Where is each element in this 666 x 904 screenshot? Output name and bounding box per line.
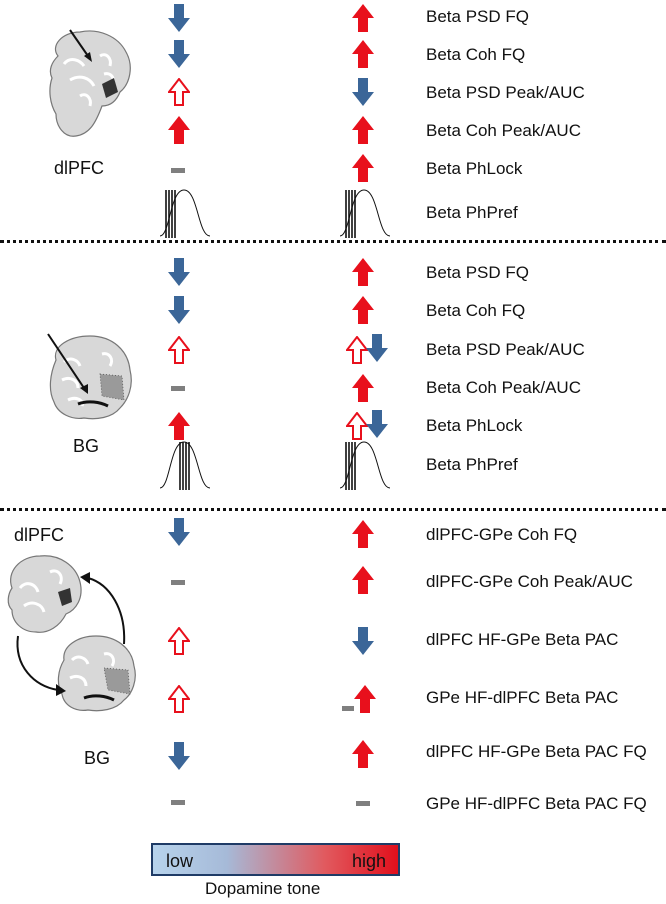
row-label: Beta PhLock — [426, 159, 523, 178]
dopamine-tone-gradient-bar — [151, 843, 400, 876]
blue-down-arrow-icon — [168, 742, 190, 770]
blue-down-arrow-icon — [168, 4, 190, 32]
red-up-arrow-icon — [168, 412, 190, 440]
row-label: dlPFC HF-GPe Beta PAC FQ — [426, 742, 647, 761]
grey-dash-icon — [171, 168, 185, 173]
row-label: Beta PSD FQ — [426, 263, 529, 282]
grey-dash-icon — [171, 386, 185, 391]
row-label: dlPFC-GPe Coh Peak/AUC — [426, 572, 633, 591]
blue-down-arrow-icon — [366, 334, 388, 362]
red-up-arrow-icon — [168, 116, 190, 144]
row-label: Beta Coh Peak/AUC — [426, 378, 581, 397]
red-up-arrow-icon — [352, 40, 374, 68]
row-label: Beta PSD Peak/AUC — [426, 83, 585, 102]
hollow-red-up-arrow-icon — [168, 685, 190, 713]
row-label: Beta PSD Peak/AUC — [426, 340, 585, 359]
row-label: GPe HF-dlPFC Beta PAC FQ — [426, 794, 647, 813]
red-up-arrow-icon — [352, 566, 374, 594]
red-up-arrow-icon — [352, 4, 374, 32]
blue-down-arrow-icon — [168, 296, 190, 324]
sine-wave-phase-icon — [159, 441, 211, 490]
row-label: GPe HF-dlPFC Beta PAC — [426, 688, 619, 707]
hollow-red-up-arrow-icon — [168, 78, 190, 106]
sine-wave-phase-icon — [339, 441, 391, 490]
region-label-bg: BG — [84, 748, 111, 768]
hollow-red-up-arrow-icon — [346, 412, 368, 440]
legend-caption: Dopamine tone — [205, 879, 321, 898]
red-up-arrow-icon — [352, 296, 374, 324]
region-label-dlpfc: dlPFC — [14, 525, 65, 545]
hollow-red-up-arrow-icon — [168, 627, 190, 655]
red-up-arrow-icon — [352, 116, 374, 144]
hollow-red-up-arrow-icon — [346, 336, 368, 364]
row-label: Beta PhPref — [426, 455, 518, 474]
blue-down-arrow-icon — [168, 40, 190, 68]
red-up-arrow-icon — [352, 740, 374, 768]
blue-down-arrow-icon — [352, 78, 374, 106]
region-label-dlpfc: dlPFC — [54, 158, 105, 178]
red-up-arrow-icon — [352, 520, 374, 548]
row-label: Beta PhLock — [426, 416, 523, 435]
sine-wave-phase-icon — [339, 189, 391, 238]
section-divider — [0, 508, 666, 511]
row-label: Beta Coh Peak/AUC — [426, 121, 581, 140]
blue-down-arrow-icon — [168, 518, 190, 546]
red-up-arrow-icon — [352, 258, 374, 286]
row-label: Beta Coh FQ — [426, 45, 526, 64]
row-label: dlPFC-GPe Coh FQ — [426, 525, 578, 544]
legend-high-label: high — [352, 851, 387, 871]
grey-dash-icon — [342, 706, 354, 711]
grey-dash-icon — [171, 580, 185, 585]
row-label: dlPFC HF-GPe Beta PAC — [426, 630, 619, 649]
grey-dash-icon — [356, 801, 370, 806]
dlpfc-bg-loop-icon — [7, 555, 136, 712]
blue-down-arrow-icon — [352, 627, 374, 655]
region-label-bg: BG — [73, 436, 100, 456]
blue-down-arrow-icon — [168, 258, 190, 286]
dlpfc-brain-section-icon — [49, 29, 131, 137]
legend-low-label: low — [166, 851, 194, 871]
row-label: Beta PhPref — [426, 203, 518, 222]
section-divider — [0, 240, 666, 243]
red-up-arrow-icon — [354, 685, 376, 713]
hollow-red-up-arrow-icon — [168, 336, 190, 364]
red-up-arrow-icon — [352, 154, 374, 182]
grey-dash-icon — [171, 800, 185, 805]
bg-brain-section-icon — [47, 333, 132, 420]
blue-down-arrow-icon — [366, 410, 388, 438]
red-up-arrow-icon — [352, 374, 374, 402]
row-label: Beta Coh FQ — [426, 301, 526, 320]
row-label: Beta PSD FQ — [426, 7, 529, 26]
sine-wave-phase-icon — [159, 189, 211, 238]
